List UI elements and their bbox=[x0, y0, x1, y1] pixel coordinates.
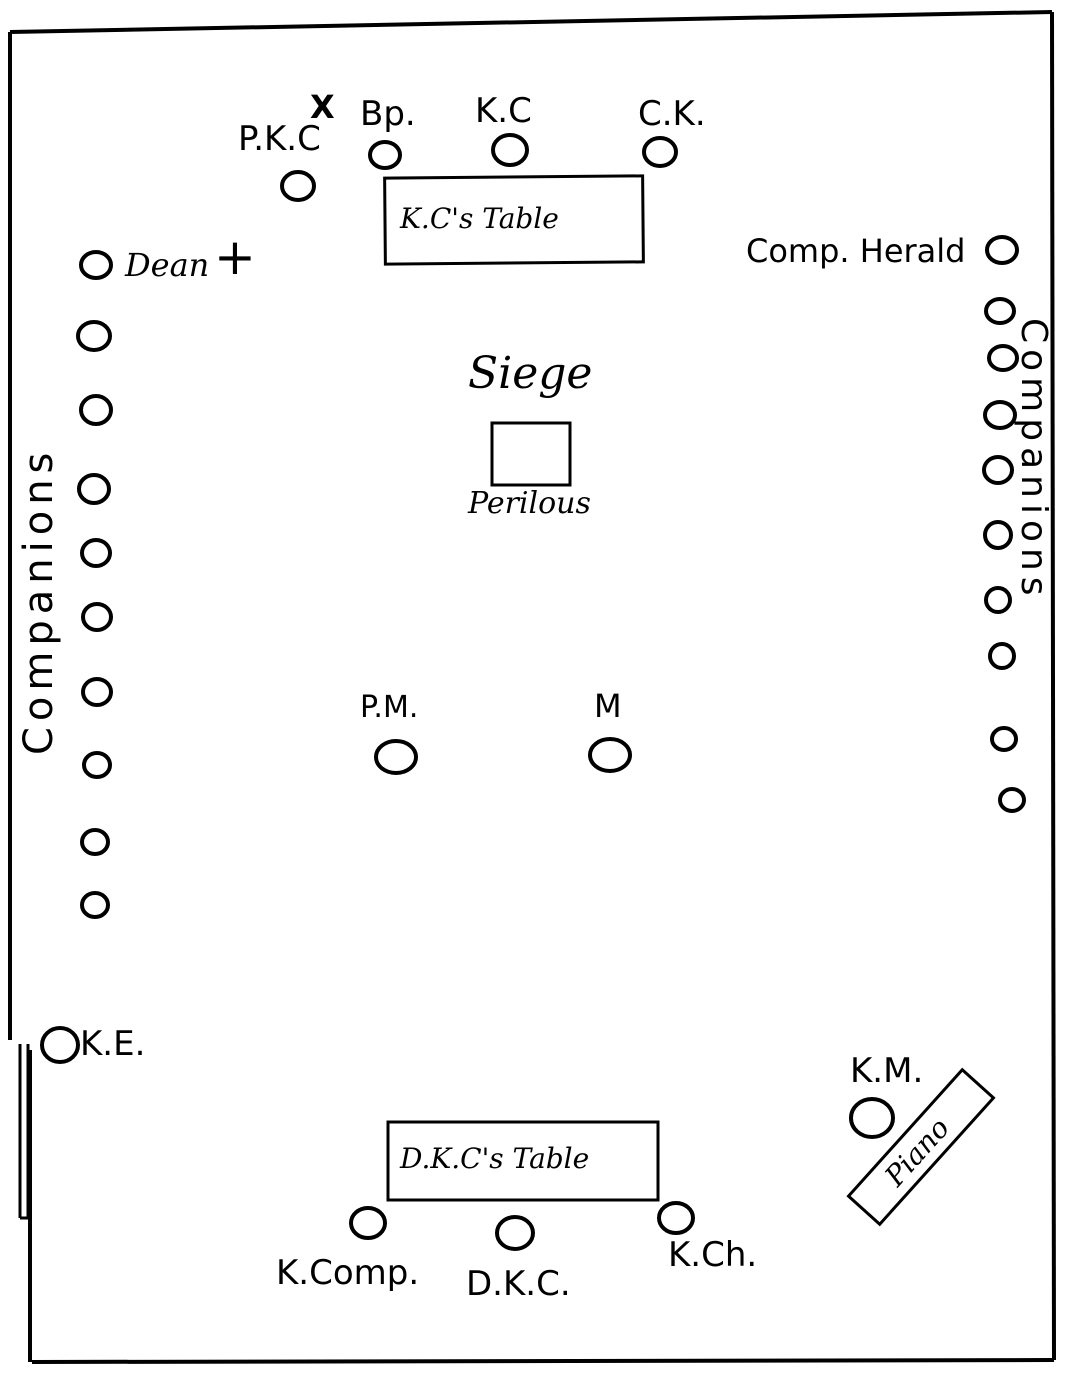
companions-left-label: Companions bbox=[16, 447, 62, 755]
label-dean: Dean bbox=[124, 246, 209, 284]
label-bp: Bp. bbox=[360, 94, 416, 134]
companions-left-seats bbox=[76, 320, 113, 919]
seat-companion-left bbox=[76, 320, 112, 352]
seat-companion-right bbox=[984, 297, 1016, 325]
companions-right-seats bbox=[982, 297, 1026, 813]
seat-bp bbox=[368, 140, 402, 170]
label-ke: K.E. bbox=[80, 1024, 145, 1064]
companions-right-label: Companions bbox=[1013, 318, 1054, 602]
label-kch: K.Ch. bbox=[668, 1235, 757, 1275]
seat-pkc bbox=[280, 170, 316, 202]
label-kcomp: K.Comp. bbox=[276, 1253, 419, 1293]
dkc-table bbox=[386, 1120, 660, 1202]
seat-companion-right bbox=[990, 726, 1018, 752]
seat-companion-left bbox=[80, 538, 112, 568]
dkc-table-label: D.K.C's Table bbox=[399, 1142, 589, 1175]
kc-table-label: K.C's Table bbox=[399, 202, 559, 235]
seat-pm bbox=[374, 739, 418, 775]
seat-companion-left bbox=[79, 394, 113, 426]
seat-kcomp bbox=[349, 1206, 387, 1240]
label-ck: C.K. bbox=[638, 94, 706, 134]
label-comp-herald: Comp. Herald bbox=[746, 232, 965, 270]
seat-companion-left bbox=[82, 751, 112, 779]
seat-companion-left bbox=[81, 602, 113, 632]
siege-perilous-seat bbox=[490, 421, 572, 487]
seat-companion-left bbox=[81, 677, 113, 707]
label-m: M bbox=[594, 687, 622, 725]
room-outline bbox=[8, 10, 1056, 1364]
seat-kc bbox=[491, 133, 529, 167]
seat-companion-right bbox=[983, 520, 1013, 550]
door bbox=[18, 1044, 32, 1220]
perilous-label: Perilous bbox=[467, 486, 591, 521]
seat-companion-right bbox=[984, 586, 1012, 614]
piano: Piano bbox=[846, 1067, 996, 1227]
seat-companion-right bbox=[982, 455, 1014, 485]
seat-km bbox=[849, 1097, 895, 1139]
label-dkc: D.K.C. bbox=[466, 1264, 571, 1304]
label-pm: P.M. bbox=[360, 690, 418, 725]
seat-ke bbox=[40, 1026, 80, 1064]
seat-companion-right bbox=[983, 400, 1017, 430]
cross-mark-top: X bbox=[310, 88, 335, 126]
label-km: K.M. bbox=[850, 1051, 923, 1091]
seat-dean bbox=[79, 250, 113, 280]
seat-comp-herald bbox=[985, 235, 1019, 265]
seat-kch bbox=[657, 1201, 695, 1235]
label-kc: K.C bbox=[475, 91, 532, 131]
seat-dkc bbox=[495, 1215, 535, 1251]
seat-companion-right bbox=[987, 344, 1019, 372]
seat-companion-right bbox=[998, 787, 1026, 813]
seat-companion-right bbox=[988, 642, 1016, 670]
kc-table bbox=[383, 174, 645, 266]
siege-label: Siege bbox=[468, 348, 592, 399]
seat-companion-left bbox=[77, 473, 111, 505]
dean-cross: + bbox=[214, 228, 256, 286]
seat-ck bbox=[642, 136, 678, 168]
label-pkc: P.K.C bbox=[238, 119, 321, 159]
seat-m bbox=[588, 737, 632, 773]
seat-companion-left bbox=[80, 891, 110, 919]
seat-companion-left bbox=[80, 828, 110, 856]
